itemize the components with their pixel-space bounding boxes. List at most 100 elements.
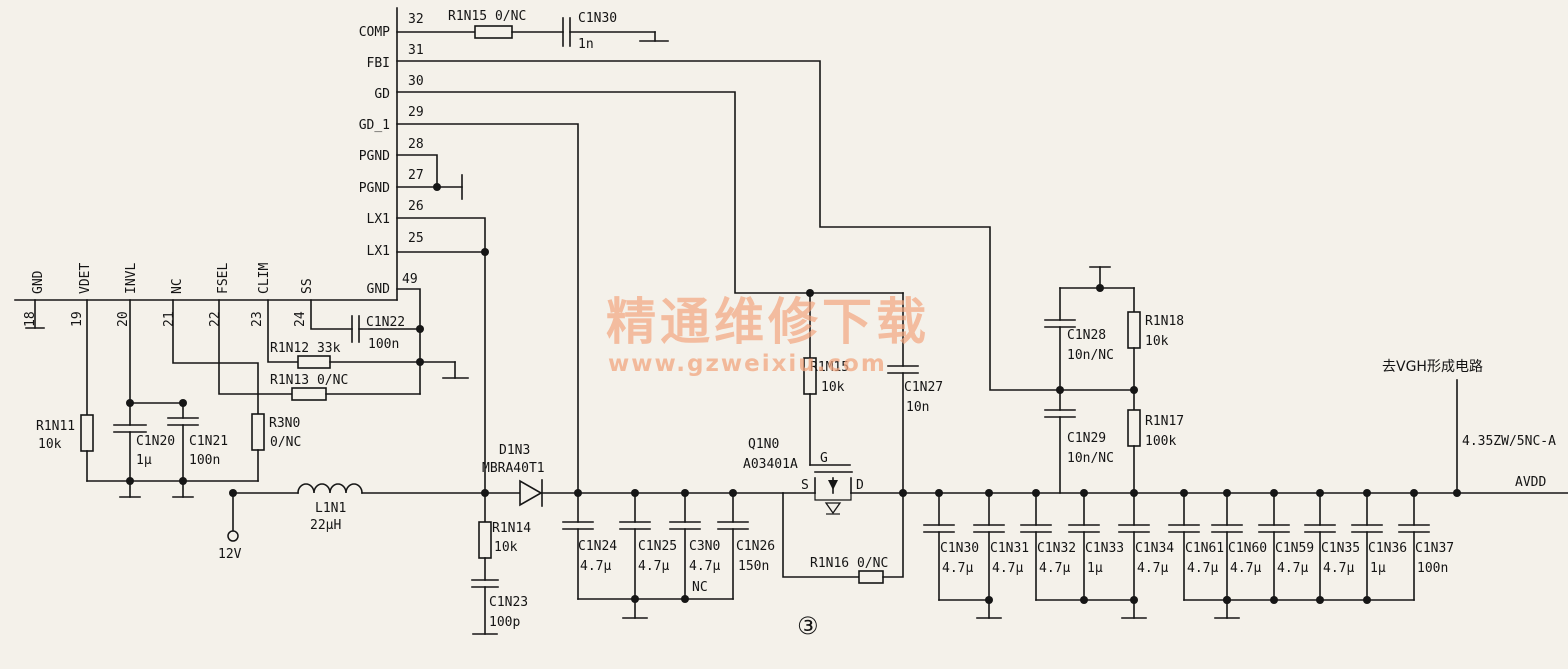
fbi-trace bbox=[396, 60, 1135, 391]
pgnd-network bbox=[396, 154, 463, 200]
r1n13-label: R1N13 0/NC bbox=[270, 373, 348, 388]
output-cap-val: 4.7μ bbox=[1187, 561, 1218, 576]
c1n23-ref: C1N23 bbox=[489, 595, 528, 610]
c1n24-ref: C1N24 bbox=[578, 539, 617, 554]
c1n27-ref: C1N27 bbox=[904, 380, 943, 395]
q1n0-ref: Q1N0 bbox=[748, 437, 779, 452]
c1n24-val: 4.7μ bbox=[580, 559, 611, 574]
d1n3-diode bbox=[519, 479, 543, 507]
r1n12-resistor bbox=[297, 355, 331, 369]
vin-label: 12V bbox=[218, 547, 242, 562]
c1n25-ref: C1N25 bbox=[638, 539, 677, 554]
output-cap-ref: C1N37 bbox=[1415, 541, 1454, 556]
c3n0-val: 4.7μ bbox=[689, 559, 720, 574]
output-cap-ref: C1N60 bbox=[1228, 541, 1267, 556]
r1n14-val: 10k bbox=[494, 540, 518, 555]
bpin-num-23: 23 bbox=[250, 311, 265, 327]
output-cap-val: 4.7μ bbox=[1323, 561, 1354, 576]
bpin-name-invl: INVL bbox=[124, 263, 139, 294]
c1n28-val: 10n/NC bbox=[1067, 348, 1114, 363]
pin-num-30: 30 bbox=[408, 74, 424, 89]
output-cap-ref: C1N59 bbox=[1275, 541, 1314, 556]
pin-name-pgnd-27: PGND bbox=[359, 181, 390, 196]
bpin-name-vdet: VDET bbox=[78, 263, 93, 294]
output-cap-val: 4.7μ bbox=[1039, 561, 1070, 576]
c1n30-top-ref: C1N30 bbox=[578, 11, 617, 26]
c1n21-ref: C1N21 bbox=[189, 434, 228, 449]
feedback-divider: C1N28 10n/NC R1N18 10k C1N29 10n/NC R1N1… bbox=[1044, 266, 1184, 494]
r1n18-val: 10k bbox=[1145, 334, 1169, 349]
q1n0-drain: D bbox=[856, 478, 864, 493]
bpin-num-22: 22 bbox=[208, 311, 223, 327]
mid-rail: C1N24 4.7μ C1N25 4.7μ C3N0 4.7μ NC C1N26… bbox=[562, 489, 784, 619]
output-cap-ref: C1N35 bbox=[1321, 541, 1360, 556]
c1n22-val: 100n bbox=[368, 337, 399, 352]
pin-name-fbi: FBI bbox=[367, 56, 390, 71]
c1n29-val: 10n/NC bbox=[1067, 451, 1114, 466]
q1n0-val: A03401A bbox=[743, 457, 798, 472]
r1n18-resistor bbox=[1127, 311, 1141, 349]
pin-num-29: 29 bbox=[408, 105, 424, 120]
pin-name-gd1: GD_1 bbox=[359, 118, 390, 133]
c1n26-ref: C1N26 bbox=[736, 539, 775, 554]
input-network: R1N11 10k C1N20 1μ C1N21 100n R3N0 0/NC bbox=[25, 299, 301, 498]
r1n13-resistor bbox=[291, 387, 327, 401]
output-cap-val: 4.7μ bbox=[992, 561, 1023, 576]
r1n16-label: R1N16 0/NC bbox=[810, 556, 888, 571]
r1n17-val: 100k bbox=[1145, 434, 1176, 449]
q1n0-switch: R1M15 10k C1N27 10n Q1N0 A03401A G S D R… bbox=[743, 289, 943, 584]
pin-name-pgnd-28: PGND bbox=[359, 149, 390, 164]
bpin-num-20: 20 bbox=[116, 311, 131, 327]
d1n3-val: MBRA40T1 bbox=[482, 461, 545, 476]
c1n30-top-val: 1n bbox=[578, 37, 594, 52]
pin-num-25: 25 bbox=[408, 231, 424, 246]
r1n17-resistor bbox=[1127, 409, 1141, 447]
ic-outline bbox=[14, 7, 398, 301]
output-cap-ref: C1N32 bbox=[1037, 541, 1076, 556]
bpin-name-fsel: FSEL bbox=[216, 263, 231, 294]
c3n0-note: NC bbox=[692, 580, 708, 595]
bpin-name-ss: SS bbox=[300, 278, 315, 294]
l1n1-val: 22μH bbox=[310, 518, 341, 533]
pin-num-26: 26 bbox=[408, 199, 424, 214]
bpin-num-21: 21 bbox=[162, 311, 177, 327]
bpin-num-24: 24 bbox=[293, 311, 308, 327]
pin-name-lx1-26: LX1 bbox=[367, 212, 390, 227]
c1n29-ref: C1N29 bbox=[1067, 431, 1106, 446]
l1n1-ref: L1N1 bbox=[315, 501, 346, 516]
pin-name-lx1-25: LX1 bbox=[367, 244, 390, 259]
c1n22-ref: C1N22 bbox=[366, 315, 405, 330]
pin-name-gnd-49: GND bbox=[367, 282, 391, 297]
figure-number: ③ bbox=[797, 612, 819, 640]
c1n20-ref: C1N20 bbox=[136, 434, 175, 449]
r1n11-resistor bbox=[80, 414, 94, 452]
gnd49-network: C1N22 100n R1N12 33k R1N13 0/NC bbox=[218, 288, 469, 401]
avdd-label: AVDD bbox=[1515, 475, 1546, 490]
c1n28-ref: C1N28 bbox=[1067, 328, 1106, 343]
watermark-title: 精通维修下载 bbox=[606, 292, 930, 351]
r1n17-ref: R1N17 bbox=[1145, 414, 1184, 429]
watermark-url: www.gzweixiu.com bbox=[608, 351, 887, 377]
bpin-name-gnd: GND bbox=[31, 270, 46, 294]
output-cap-ref: C1N31 bbox=[990, 541, 1029, 556]
output-cap-ref: C1N61 bbox=[1185, 541, 1224, 556]
output-value: 4.35ZW/5NC-A bbox=[1462, 434, 1556, 449]
boost-stage: 12V L1N1 22μH D1N3 MBRA40T1 R1N14 10k C1… bbox=[218, 443, 579, 635]
c1n23-val: 100p bbox=[489, 615, 520, 630]
bpin-num-19: 19 bbox=[70, 311, 85, 327]
output-cap-val: 1μ bbox=[1370, 561, 1386, 576]
output-cap-ref: C1N34 bbox=[1135, 541, 1174, 556]
d1n3-ref: D1N3 bbox=[499, 443, 530, 458]
r1n12-label: R1N12 33k bbox=[270, 341, 341, 356]
lx1-network bbox=[396, 217, 489, 494]
comp-network: R1N15 0/NC C1N30 1n bbox=[396, 9, 669, 52]
avdd-rail: 去VGH形成电路 4.35ZW/5NC-A AVDD bbox=[902, 359, 1568, 497]
r1n14-ref: R1N14 bbox=[492, 521, 531, 536]
r1m15-ref: R1M15 bbox=[810, 360, 849, 375]
pin-name-comp: COMP bbox=[359, 25, 390, 40]
output-cap-val: 4.7μ bbox=[1230, 561, 1261, 576]
ic-bottom-pin-labels: GND 18 VDET 19 INVL 20 NC 21 FSEL 22 CLI… bbox=[23, 263, 315, 327]
r1n16-resistor bbox=[858, 570, 884, 584]
r1n18-ref: R1N18 bbox=[1145, 314, 1184, 329]
